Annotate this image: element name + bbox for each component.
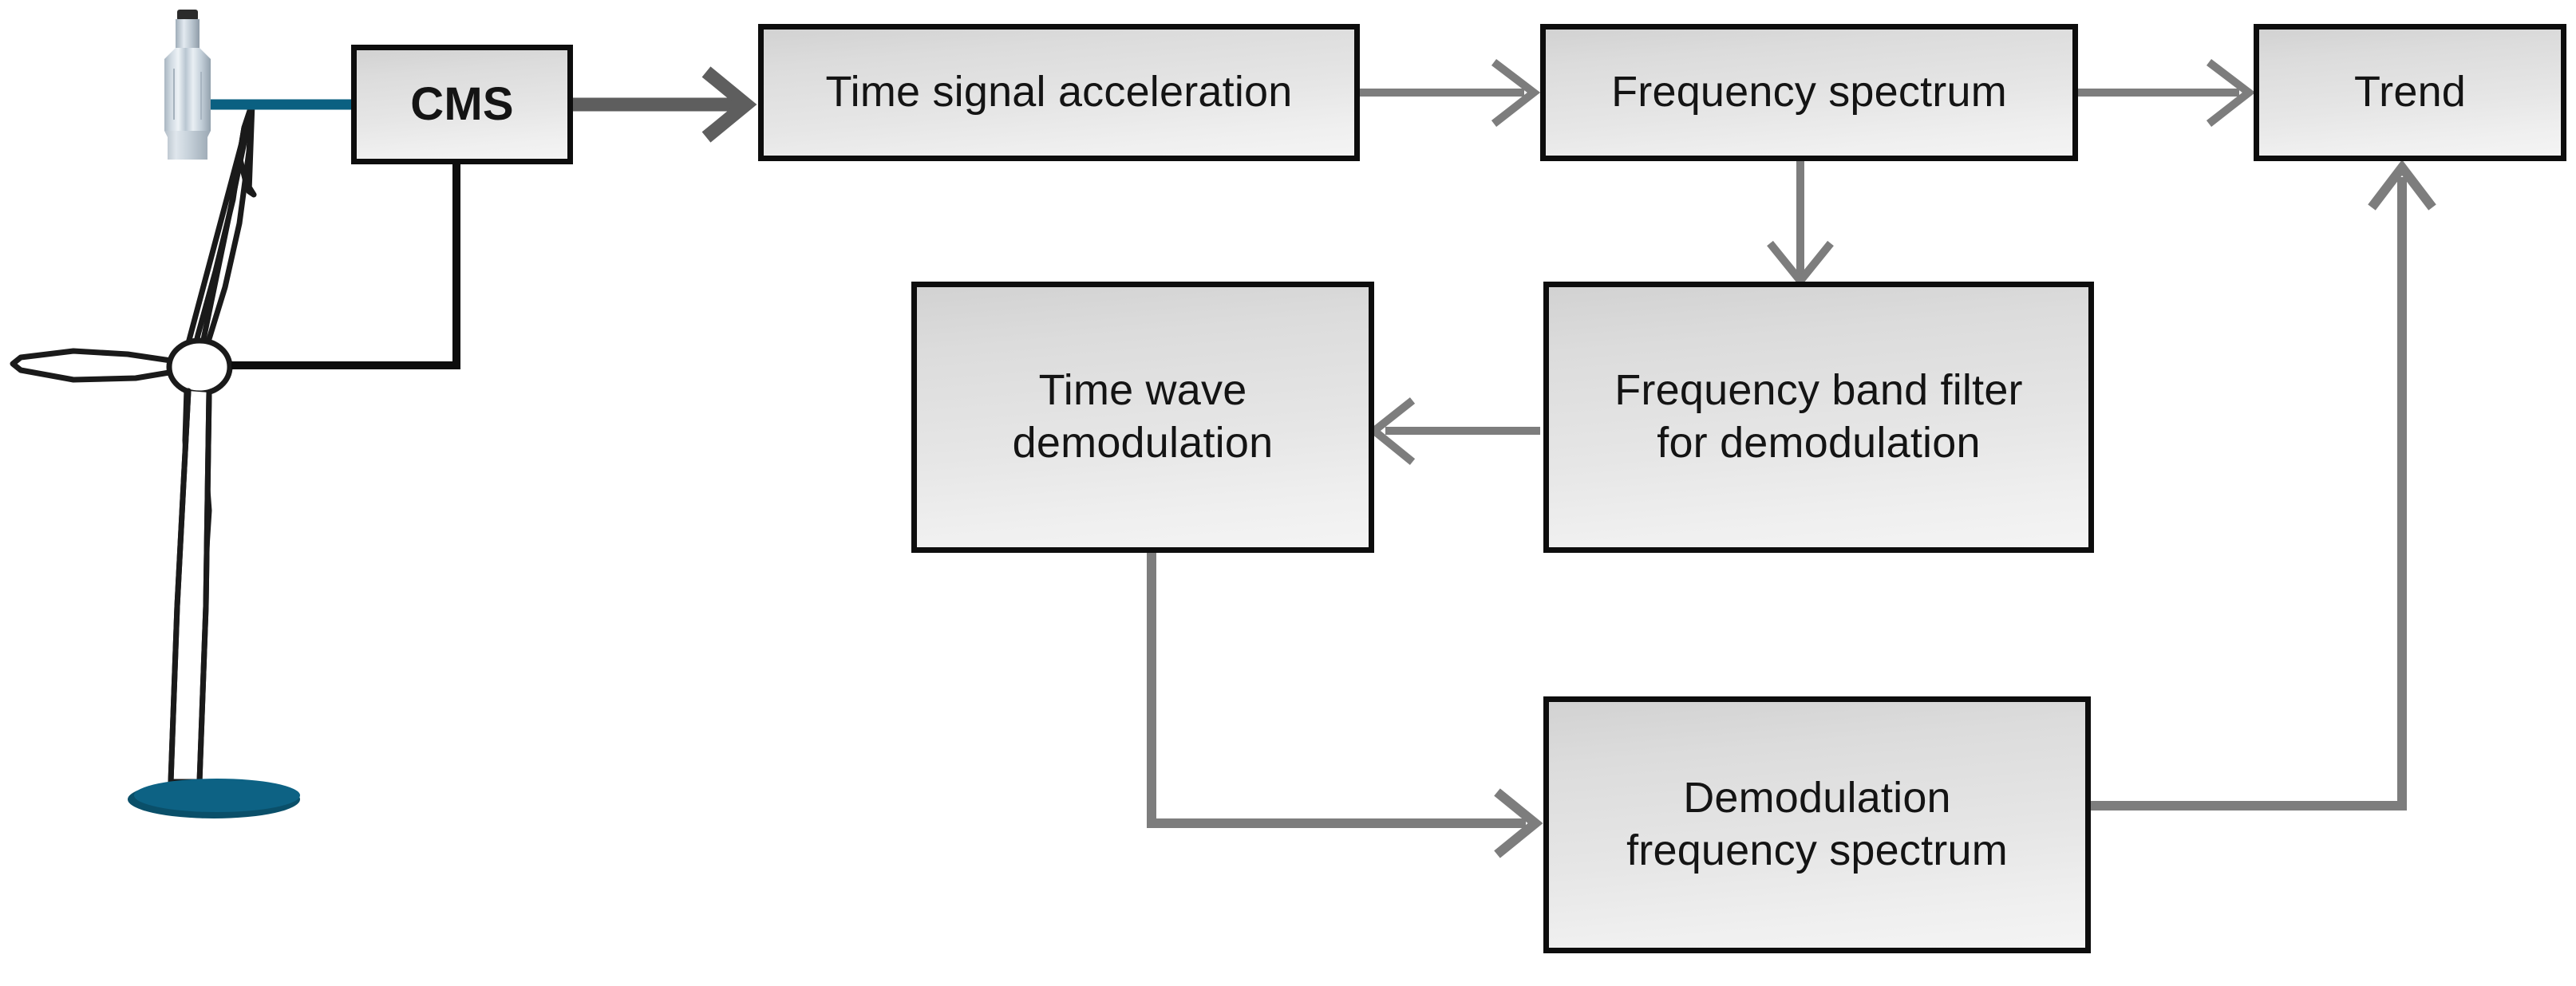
node-frequency-band-filter-line2: for demodulation	[1657, 419, 1981, 467]
turbine-base-icon	[128, 779, 300, 818]
node-time-signal-acceleration-label: Time signal acceleration	[825, 68, 1293, 116]
time-signal-to-frequency-arrow	[1360, 59, 1541, 127]
node-demodulation-frequency-spectrum-line1: Demodulation	[1683, 774, 1951, 822]
accelerometer-sensor-icon	[164, 10, 211, 160]
cms-to-turbine-connector	[231, 164, 460, 369]
node-frequency-band-filter[interactable]: Frequency band filter for demodulation	[1543, 282, 2094, 553]
node-frequency-spectrum[interactable]: Frequency spectrum	[1540, 24, 2078, 161]
node-cms[interactable]: CMS	[351, 45, 573, 164]
demod-spectrum-to-trend-arrow	[2091, 160, 2436, 810]
node-time-wave-demodulation-line1: Time wave	[1038, 366, 1247, 415]
node-demodulation-frequency-spectrum[interactable]: Demodulation frequency spectrum	[1543, 696, 2091, 953]
node-trend[interactable]: Trend	[2254, 24, 2566, 161]
node-frequency-band-filter-label: Frequency band filter for demodulation	[1603, 365, 2033, 470]
frequency-to-band-filter-arrow	[1767, 161, 1834, 287]
node-time-wave-demodulation[interactable]: Time wave demodulation	[911, 282, 1374, 553]
node-frequency-band-filter-line1: Frequency band filter	[1614, 366, 2023, 415]
node-demodulation-frequency-spectrum-line2: frequency spectrum	[1626, 826, 2008, 874]
node-time-signal-acceleration[interactable]: Time signal acceleration	[758, 24, 1360, 161]
node-frequency-spectrum-label: Frequency spectrum	[1611, 68, 2007, 116]
band-filter-to-time-wave-arrow	[1368, 397, 1540, 465]
node-trend-label: Trend	[2353, 68, 2467, 116]
wind-turbine-icon	[10, 101, 257, 785]
cms-to-time-signal-arrow	[573, 66, 757, 143]
node-time-wave-demodulation-line2: demodulation	[1012, 419, 1274, 467]
time-wave-to-demod-spectrum-arrow	[1147, 553, 1543, 858]
node-time-wave-demodulation-label: Time wave demodulation	[1002, 365, 1285, 470]
node-cms-label: CMS	[410, 77, 514, 130]
frequency-to-trend-arrow	[2078, 59, 2256, 127]
node-demodulation-frequency-spectrum-label: Demodulation frequency spectrum	[1615, 772, 2019, 878]
